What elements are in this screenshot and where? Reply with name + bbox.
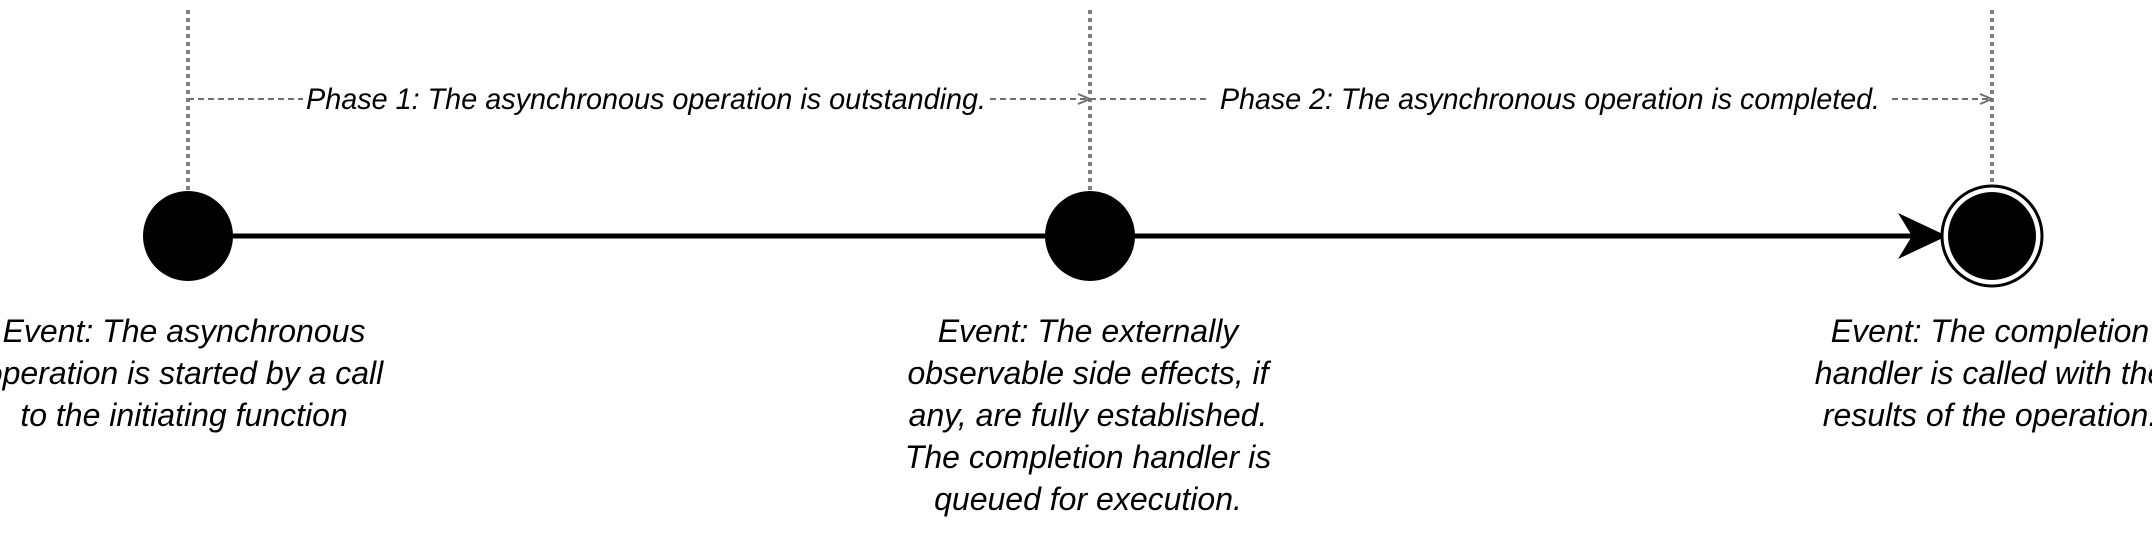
event-end-line: results of the operation. bbox=[1823, 397, 2152, 433]
event-start-line: Event: The asynchronous bbox=[3, 313, 366, 349]
event-start-line: operation is started by a call bbox=[0, 355, 384, 391]
phase-2-span: Phase 2: The asynchronous operation is c… bbox=[1090, 83, 1992, 116]
phase-2-label: Phase 2: The asynchronous operation is c… bbox=[1220, 83, 1880, 116]
middle-event-node bbox=[1045, 191, 1135, 281]
start-event-node bbox=[143, 191, 233, 281]
event-middle-line: any, are fully established. bbox=[909, 397, 1268, 433]
timeline-arrowhead bbox=[1898, 213, 1947, 259]
event-middle-line: queued for execution. bbox=[934, 481, 1242, 517]
event-end-line: Event: The completion bbox=[1831, 313, 2149, 349]
event-start-description: Event: The asynchronous operation is sta… bbox=[0, 313, 384, 433]
event-end-description: Event: The completion handler is called … bbox=[1815, 313, 2152, 433]
end-event-node bbox=[1940, 184, 2044, 288]
event-end-line: handler is called with the bbox=[1815, 355, 2152, 391]
event-middle-description: Event: The externally observable side ef… bbox=[905, 313, 1272, 517]
phase-1-label: Phase 1: The asynchronous operation is o… bbox=[306, 83, 986, 116]
event-middle-line: The completion handler is bbox=[905, 439, 1271, 475]
event-middle-line: Event: The externally bbox=[938, 313, 1241, 349]
event-middle-line: observable side effects, if bbox=[907, 355, 1271, 391]
phase-1-span: Phase 1: The asynchronous operation is o… bbox=[188, 83, 1090, 116]
event-start-line: to the initiating function bbox=[20, 397, 347, 433]
